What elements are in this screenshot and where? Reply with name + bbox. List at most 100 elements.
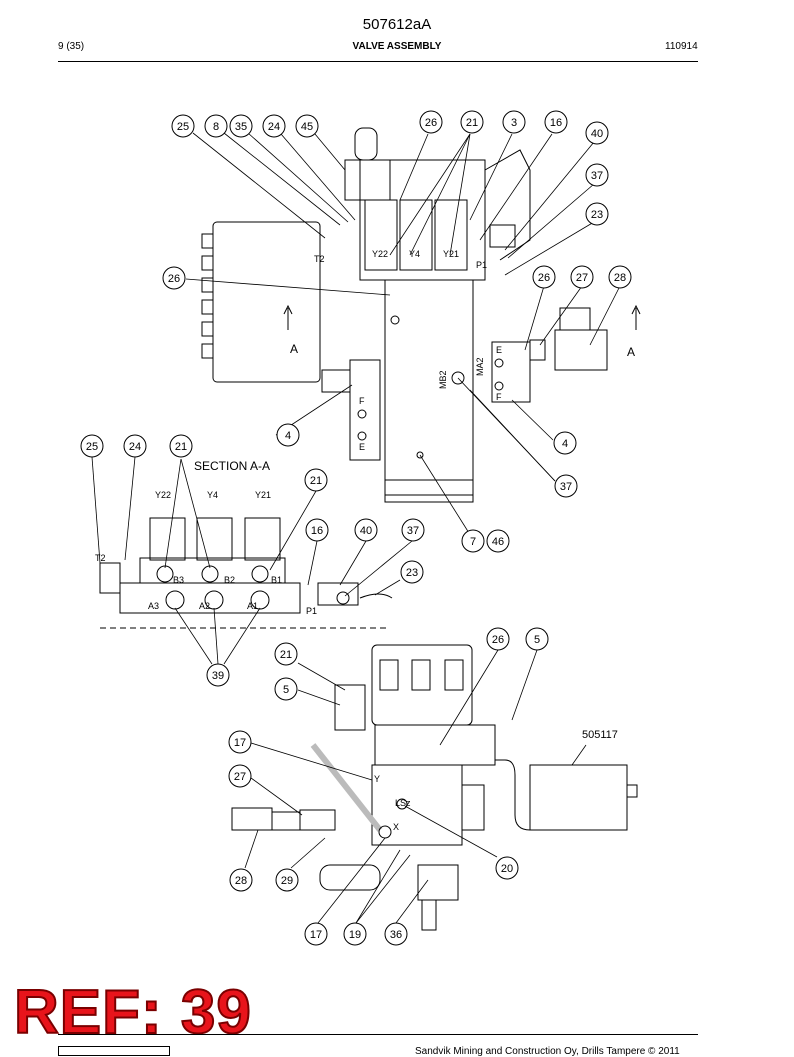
svg-text:16: 16 bbox=[311, 525, 323, 537]
company-logo bbox=[58, 1046, 170, 1056]
svg-text:25: 25 bbox=[177, 121, 189, 133]
section-hose bbox=[359, 593, 393, 599]
bottom-manifold bbox=[374, 724, 496, 766]
valve-end-cap bbox=[321, 369, 351, 393]
svg-text:19: 19 bbox=[349, 929, 361, 941]
svg-text:7: 7 bbox=[470, 536, 476, 548]
callout-28-top: 28 bbox=[608, 265, 632, 289]
svg-text:4: 4 bbox=[562, 438, 568, 450]
fitting-p1 bbox=[489, 224, 516, 248]
bottom-fitting-left bbox=[319, 864, 381, 891]
callout-45: 45 bbox=[295, 114, 319, 138]
callout-16-top: 16 bbox=[544, 110, 568, 134]
callout-26-left: 26 bbox=[162, 266, 186, 290]
section-marker-right: A bbox=[627, 345, 635, 359]
callout-39: 39 bbox=[206, 663, 230, 687]
svg-text:21: 21 bbox=[280, 649, 292, 661]
callout-16-section: 16 bbox=[305, 518, 329, 542]
svg-text:3: 3 bbox=[511, 117, 517, 129]
bottom-base-block bbox=[371, 764, 463, 846]
part-number-label: 505117 bbox=[582, 729, 618, 741]
valve-coupler bbox=[529, 339, 546, 361]
port-label-t2-top: T2 bbox=[314, 254, 325, 264]
footer-rule bbox=[58, 1034, 698, 1035]
callout-40-section: 40 bbox=[354, 518, 378, 542]
section-label-y22: Y22 bbox=[155, 490, 171, 500]
frame-plate bbox=[384, 279, 474, 496]
svg-text:27: 27 bbox=[576, 272, 588, 284]
section-label-t2: T2 bbox=[95, 553, 106, 563]
footer-copyright: Sandvik Mining and Construction Oy, Dril… bbox=[415, 1046, 680, 1057]
bottom-label-x: X bbox=[393, 822, 399, 832]
section-label-y4: Y4 bbox=[207, 490, 218, 500]
svg-text:21: 21 bbox=[175, 441, 187, 453]
callout-21-section-right: 21 bbox=[304, 468, 328, 492]
svg-text:5: 5 bbox=[534, 634, 540, 646]
section-title: SECTION A-A bbox=[194, 459, 270, 473]
section-view bbox=[99, 517, 393, 629]
callout-25-section: 25 bbox=[80, 434, 104, 458]
bottom-coil bbox=[299, 809, 336, 831]
callout-40-top: 40 bbox=[585, 121, 609, 145]
port-label-y21-top: Y21 bbox=[443, 249, 459, 259]
page-title: VALVE ASSEMBLY bbox=[352, 41, 442, 52]
svg-text:28: 28 bbox=[235, 875, 247, 887]
section-manifold bbox=[119, 582, 301, 614]
section-label-a1: A1 bbox=[247, 601, 258, 611]
bottom-lever bbox=[310, 743, 383, 832]
svg-text:23: 23 bbox=[406, 567, 418, 579]
svg-text:36: 36 bbox=[390, 929, 402, 941]
section-label-b1: B1 bbox=[271, 575, 282, 585]
tank-fins bbox=[201, 233, 214, 359]
part-505117 bbox=[529, 764, 628, 831]
svg-text:37: 37 bbox=[591, 170, 603, 182]
svg-text:8: 8 bbox=[213, 121, 219, 133]
svg-text:35: 35 bbox=[235, 121, 247, 133]
solenoid-y4 bbox=[399, 199, 433, 271]
section-manifold-top bbox=[139, 557, 286, 584]
tank-body bbox=[212, 221, 321, 383]
callout-46: 46 bbox=[486, 529, 510, 553]
svg-text:17: 17 bbox=[310, 929, 322, 941]
svg-text:17: 17 bbox=[234, 737, 246, 749]
callout-17-upper: 17 bbox=[228, 730, 252, 754]
port-label-mb2: MB2 bbox=[438, 370, 448, 389]
valve-stack bbox=[359, 159, 486, 281]
port-label-y4-top: Y4 bbox=[409, 249, 420, 259]
svg-text:21: 21 bbox=[310, 475, 322, 487]
ref-stamp: REF: 39 bbox=[13, 978, 252, 1047]
leader-lines bbox=[91, 132, 621, 924]
svg-text:21: 21 bbox=[466, 117, 478, 129]
callout-37-right: 37 bbox=[554, 474, 578, 498]
callout-21-top: 21 bbox=[460, 110, 484, 134]
callout-26-right: 26 bbox=[532, 265, 556, 289]
callout-37-section: 37 bbox=[401, 518, 425, 542]
svg-text:37: 37 bbox=[407, 525, 419, 537]
header-rule bbox=[58, 61, 698, 62]
solenoid-coil bbox=[554, 329, 608, 371]
section-marker-left: A bbox=[290, 342, 298, 356]
callout-4-right: 4 bbox=[553, 431, 577, 455]
section-solenoid-y4 bbox=[196, 517, 233, 561]
svg-text:26: 26 bbox=[425, 117, 437, 129]
svg-text:26: 26 bbox=[538, 272, 550, 284]
svg-text:29: 29 bbox=[281, 875, 293, 887]
callout-23-section: 23 bbox=[400, 560, 424, 584]
port-label-e-left: E bbox=[359, 442, 365, 452]
port-label-p1-top: P1 bbox=[476, 260, 487, 270]
section-arrow-left bbox=[283, 304, 293, 330]
svg-text:40: 40 bbox=[591, 128, 603, 140]
callout-21-section: 21 bbox=[169, 434, 193, 458]
section-solenoid-y22 bbox=[149, 517, 186, 561]
callout-20: 20 bbox=[495, 856, 519, 880]
svg-text:24: 24 bbox=[129, 441, 141, 453]
callout-37-top: 37 bbox=[585, 163, 609, 187]
svg-text:23: 23 bbox=[591, 209, 603, 221]
port-label-ma2: MA2 bbox=[475, 357, 485, 376]
page-number: 9 (35) bbox=[58, 41, 85, 52]
callout-27-top: 27 bbox=[570, 265, 594, 289]
callout-19: 19 bbox=[343, 922, 367, 946]
port-labels: T2 Y22 Y4 Y21 P1 E F E F MB2 MA2 Y22 Y4 … bbox=[95, 249, 502, 832]
bottom-fitting-right bbox=[417, 864, 459, 901]
document-number: 507612aA bbox=[362, 16, 432, 33]
